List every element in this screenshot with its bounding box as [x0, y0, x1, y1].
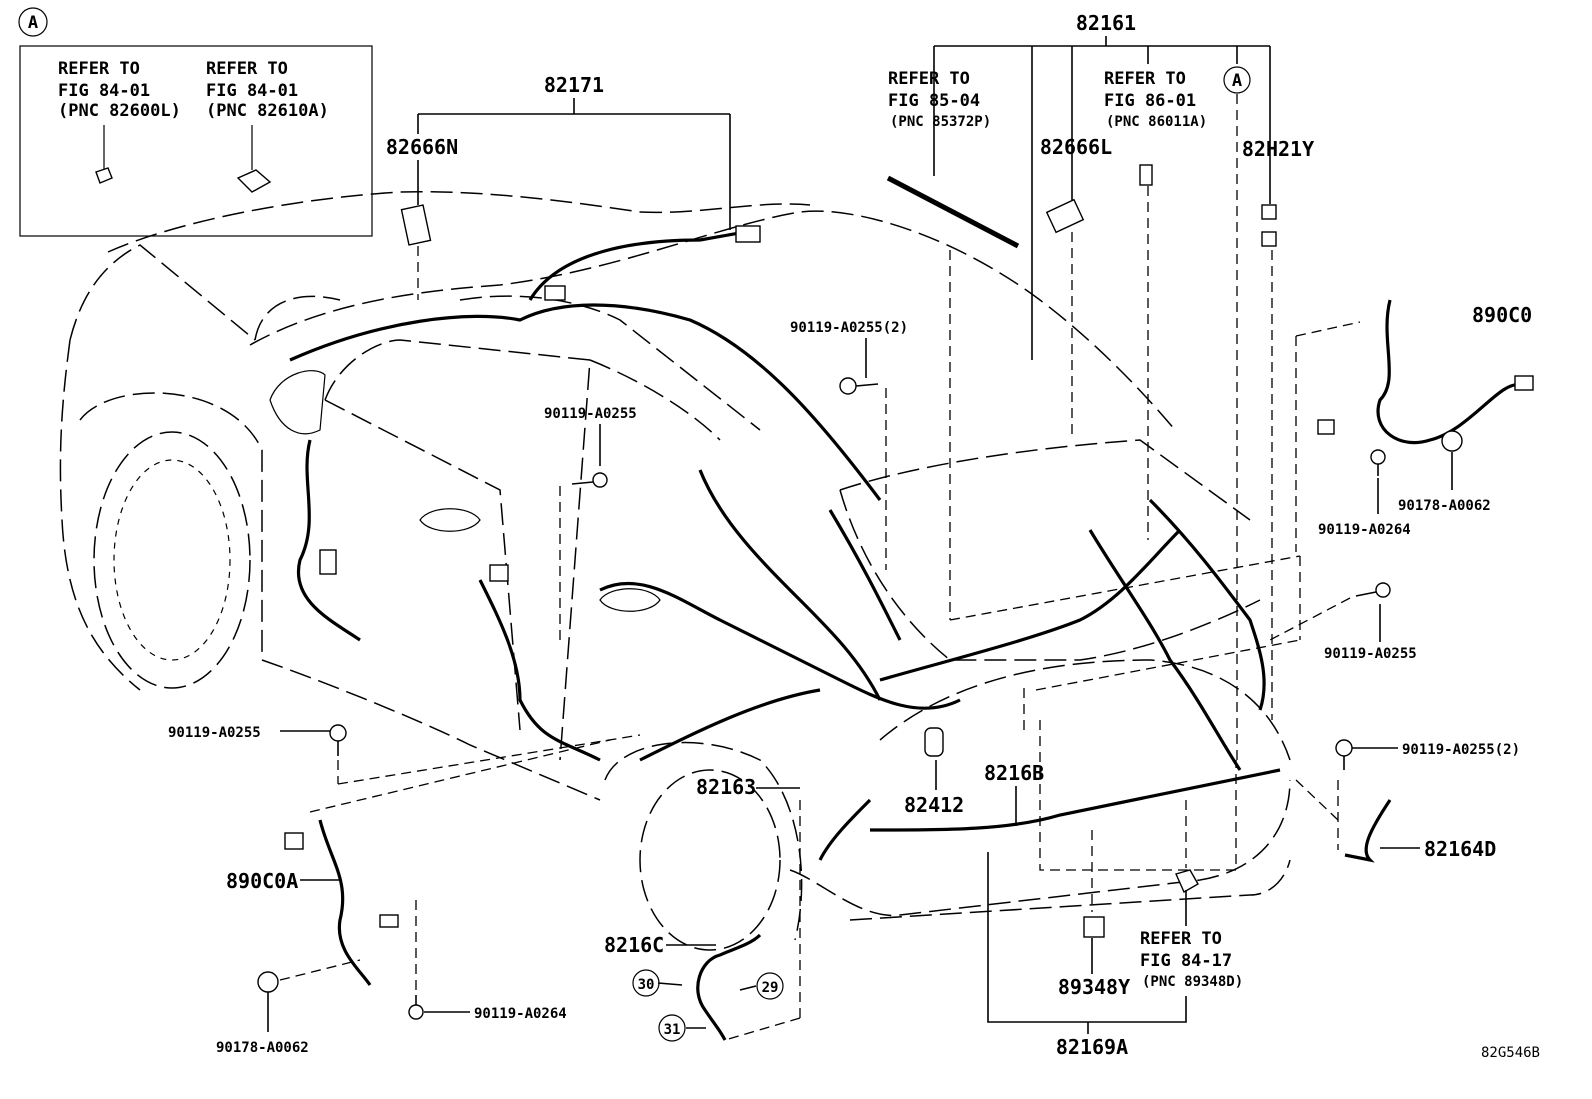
harness-890C0-connector-2 — [1317, 419, 1335, 435]
fasteners — [257, 175, 1463, 1020]
label-90178-left: 90178-A0062 — [216, 1040, 309, 1056]
label-bolt-top2: 90119-A0255(2) — [790, 320, 908, 336]
figure-code: 82G546B — [1481, 1045, 1540, 1061]
label-31: 31 — [664, 1022, 681, 1038]
ref8417-line1: REFER TO — [1140, 929, 1222, 949]
connectors — [284, 164, 1534, 938]
callout-left-line1: REFER TO — [58, 59, 140, 79]
ref86-line3: (PNC 86011A) — [1106, 114, 1207, 130]
label-90119-l264: 90119-A0264 — [474, 1006, 567, 1022]
bolt-icon-l255 — [329, 724, 347, 742]
label-30: 30 — [638, 977, 655, 993]
ref85-line1: REFER TO — [888, 69, 970, 89]
roof-connector-2 — [544, 285, 566, 301]
leader-lines — [267, 36, 1453, 1041]
wiring-harnesses — [289, 229, 1521, 1041]
callout-right-line2: FIG 84-01 — [206, 81, 298, 101]
ref85-line3: (PNC 85372P) — [890, 114, 991, 130]
harness-890C0-connector — [1514, 375, 1534, 391]
connector-89348D — [1175, 869, 1199, 893]
part-labels: 82161 82171 82666N 82666L 82H21Y A REFER… — [168, 11, 1540, 1061]
label-82412: 82412 — [904, 793, 964, 817]
ref85-line2: FIG 85-04 — [888, 91, 980, 111]
clip-89348Y — [1083, 916, 1105, 938]
label-29: 29 — [762, 980, 779, 996]
label-890C0: 890C0 — [1472, 303, 1532, 327]
circle-31 — [658, 1014, 686, 1042]
label-82169A: 82169A — [1056, 1035, 1128, 1059]
label-82163: 82163 — [696, 775, 756, 799]
sensor-part-82610A — [236, 169, 272, 193]
label-82171: 82171 — [544, 73, 604, 97]
bolt-icon-r255 — [1375, 582, 1391, 598]
label-8216B: 8216B — [984, 761, 1044, 785]
clip-part-82600L — [95, 167, 113, 184]
ref8417-line2: FIG 84-17 — [1140, 951, 1232, 971]
callout-left-line3: (PNC 82600L) — [58, 101, 181, 121]
connector-82H21Y-b — [1261, 231, 1277, 247]
bolt-icon-top — [592, 472, 608, 488]
roof-connector — [735, 225, 761, 243]
label-82666L: 82666L — [1040, 135, 1112, 159]
harness-890C0A-connector-2 — [284, 832, 304, 850]
label-890C0A: 890C0A — [226, 869, 298, 893]
label-8216C: 8216C — [604, 933, 664, 957]
circle-30 — [632, 969, 660, 997]
connector-82H21Y-a — [1261, 204, 1277, 220]
label-90178-right: 90178-A0062 — [1398, 498, 1491, 514]
bolt-icon-top2 — [839, 377, 857, 395]
bolt-icon-r264 — [1370, 449, 1386, 465]
antenna-cable — [886, 175, 1020, 249]
callout-right-line3: (PNC 82610A) — [206, 101, 329, 121]
door-connector — [319, 549, 337, 575]
label-82164D: 82164D — [1424, 837, 1496, 861]
label-82H21Y: 82H21Y — [1242, 137, 1314, 161]
callout-left-line2: FIG 84-01 — [58, 81, 150, 101]
ref8417-line3: (PNC 89348D) — [1142, 974, 1243, 990]
bolt-icon-r255-2 — [1335, 739, 1353, 757]
label-82666N: 82666N — [386, 135, 458, 159]
harness-890C0A-connector — [379, 914, 399, 928]
ref86-line2: FIG 86-01 — [1104, 91, 1196, 111]
callout-right-line1: REFER TO — [206, 59, 288, 79]
vehicle-body-outline — [59, 191, 1291, 951]
nut-icon-r — [1441, 430, 1463, 452]
marker-a-rear: A — [1232, 71, 1242, 91]
label-90119-r255: 90119-A0255 — [1324, 646, 1417, 662]
connector-82666L — [1045, 198, 1085, 234]
label-90119-r264: 90119-A0264 — [1318, 522, 1411, 538]
bolt-icon-l264 — [408, 1004, 424, 1020]
connector-82412 — [924, 727, 944, 757]
pillar-connector — [489, 564, 509, 582]
label-89348Y: 89348Y — [1058, 975, 1130, 999]
connector-86011A — [1139, 164, 1153, 186]
label-90119-r255-2: 90119-A0255(2) — [1402, 742, 1520, 758]
ref86-line1: REFER TO — [1104, 69, 1186, 89]
callout-box: A REFER TO FIG 84-01 (PNC 82600L) REFER … — [18, 7, 373, 237]
nut-icon-l — [257, 971, 279, 993]
circle-29 — [756, 972, 784, 1000]
label-90119-l255: 90119-A0255 — [168, 725, 261, 741]
connector-82666N — [400, 204, 432, 246]
label-bolt-top: 90119-A0255 — [544, 406, 637, 422]
callout-marker: A — [28, 13, 38, 33]
label-82161: 82161 — [1076, 11, 1136, 35]
